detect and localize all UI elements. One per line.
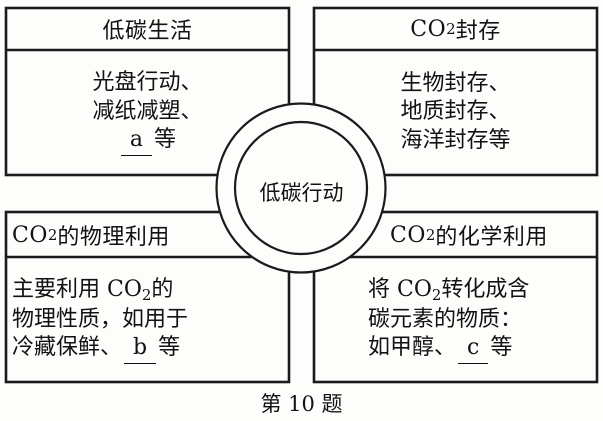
node-line: 物理性质，如用于	[12, 306, 188, 335]
node-header-suffix: 封存	[455, 19, 501, 44]
node-line-suffix: 的	[151, 277, 174, 303]
node-line-text: 碳元素的物质：	[368, 306, 523, 332]
node-line-subscript: 2	[431, 286, 442, 305]
center-inner-circle	[233, 120, 369, 256]
node-line-text: 生物封存、	[400, 70, 511, 96]
box-bottom-right	[312, 210, 599, 384]
answer-blank-c[interactable]: c	[458, 334, 489, 364]
node-header-prefix: CO	[12, 222, 48, 248]
box-top-right	[312, 6, 599, 177]
node-line: 生物封存、	[400, 70, 510, 99]
figure-caption: 第 10 题	[260, 392, 343, 416]
node-header-subscript: 2	[446, 20, 456, 38]
node-line: 主要利用 CO2的	[12, 276, 173, 306]
node-line-suffix: 等	[490, 335, 513, 361]
answer-blank-b[interactable]: b	[124, 334, 157, 364]
node-header-text: 低碳生活	[102, 19, 193, 44]
node-header-suffix: 的物理利用	[57, 225, 170, 250]
node-line-prefix: 将 CO	[368, 277, 432, 303]
node-line-prefix: 主要利用 CO	[12, 277, 142, 303]
node-header-suffix: 的化学利用	[435, 225, 548, 250]
box-bottom-left	[4, 210, 291, 384]
node-header-prefix: CO	[390, 222, 426, 248]
node-line-text: 物理性质，如用于	[12, 306, 189, 332]
node-line: 将 CO2转化成含	[368, 276, 529, 306]
node-line-subscript: 2	[141, 286, 152, 305]
node-line: 海洋封存等	[400, 127, 510, 156]
node-line: 地质封存、	[400, 98, 510, 127]
node-line-suffix: 转化成含	[441, 277, 530, 303]
box-top-left	[4, 6, 291, 177]
node-line-suffix: 等	[154, 127, 177, 153]
node-header-subscript: 2	[425, 226, 436, 244]
node-line-text: 地质封存、	[400, 99, 511, 125]
node-line-prefix: 冷藏保鲜、	[12, 335, 123, 361]
node-line: 减纸减塑、	[92, 98, 202, 127]
node-body-co2-storage: 生物封存、 地质封存、 海洋封存等	[314, 50, 597, 175]
node-line: 碳元素的物质：	[368, 306, 522, 335]
node-line-text: 海洋封存等	[400, 127, 511, 153]
node-header-subscript: 2	[47, 226, 58, 244]
node-header-low-carbon-life: 低碳生活	[6, 8, 289, 50]
node-line: 光盘行动、	[92, 69, 202, 98]
node-line-text: 减纸减塑、	[92, 98, 203, 124]
answer-blank-a[interactable]: a	[120, 126, 153, 156]
node-line-text: 光盘行动、	[92, 70, 203, 96]
node-header-prefix: CO	[410, 16, 447, 42]
center-node-label: 低碳行动	[259, 181, 344, 205]
node-line-suffix: 等	[158, 335, 181, 361]
node-line-prefix: 如甲醇、	[368, 335, 457, 361]
